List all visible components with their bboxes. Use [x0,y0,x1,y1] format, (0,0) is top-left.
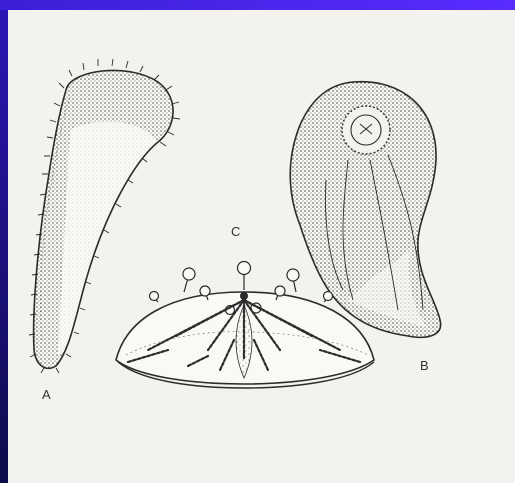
slide-top-border [0,0,515,10]
specimen-drawings [8,10,515,483]
slide-left-border [0,0,8,483]
label-c: C [231,224,241,239]
label-a: A [42,387,51,402]
specimen-b [290,82,440,338]
scientific-illustration: A B C [8,10,515,483]
label-b: B [420,358,429,373]
